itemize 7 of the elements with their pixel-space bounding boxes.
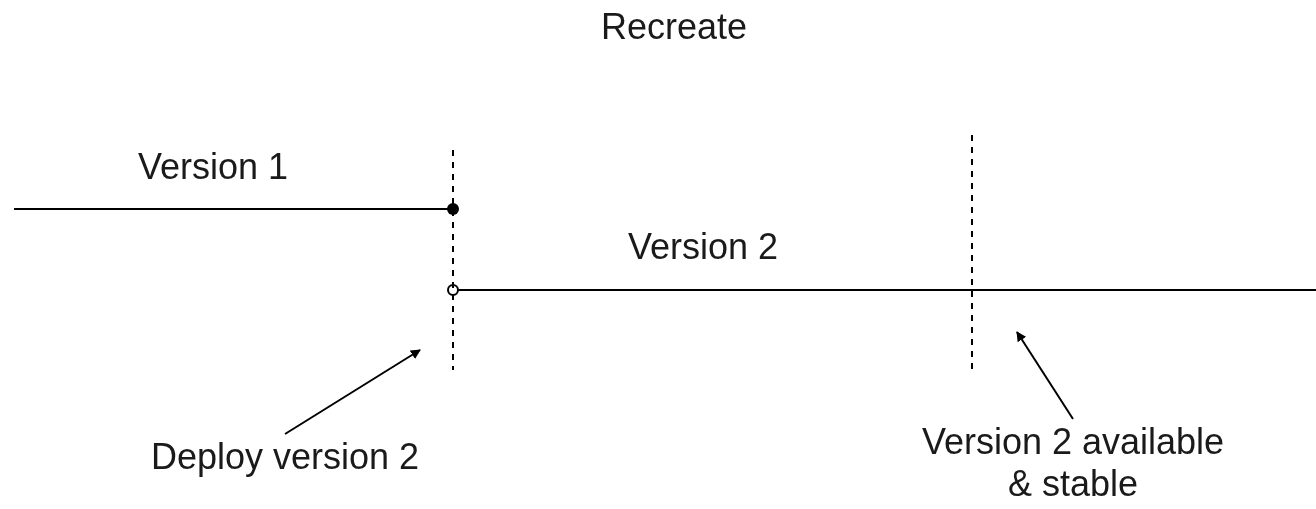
timeline-label: Version 2	[628, 226, 779, 268]
leader-arrow	[284, 349, 421, 435]
annotation-text: Deploy version 2	[130, 436, 440, 478]
title: Recreate	[601, 6, 748, 48]
leader-arrow	[1016, 331, 1074, 420]
timeline-label: Version 1	[138, 146, 289, 188]
annotation-text: Version 2 available & stable	[917, 421, 1229, 505]
